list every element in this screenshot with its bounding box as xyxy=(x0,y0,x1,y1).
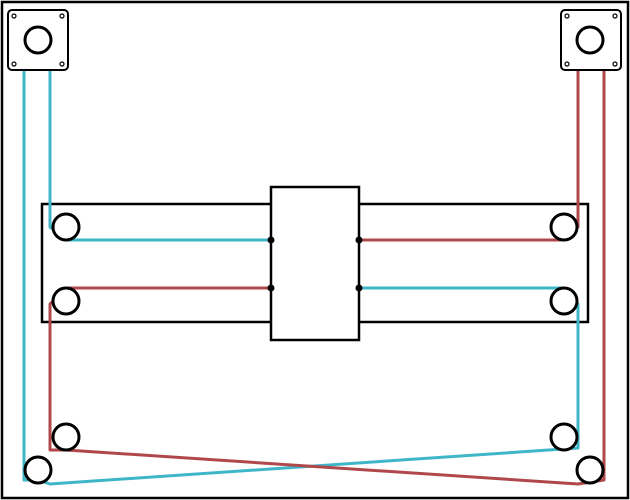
belt-clamp-left-top xyxy=(267,236,275,244)
pulley-rail-left-top xyxy=(51,212,81,242)
motor-left-screw-hole xyxy=(11,13,17,19)
belt-clamp-left-bottom xyxy=(267,284,275,292)
pulley-outer-left xyxy=(23,455,53,485)
pulley-outer-right xyxy=(575,455,605,485)
motor-right xyxy=(560,9,622,71)
motor-left-screw-hole xyxy=(59,61,65,67)
motor-left-pulley xyxy=(23,25,53,55)
pulley-inner-right xyxy=(549,422,579,452)
motor-left xyxy=(7,9,69,71)
pulley-inner-left xyxy=(51,422,81,452)
pulley-rail-right-bottom xyxy=(549,286,579,316)
belt-clamp-right-top xyxy=(355,236,363,244)
motor-right-screw-hole xyxy=(564,13,570,19)
motor-right-pulley xyxy=(575,25,605,55)
motor-left-screw-hole xyxy=(11,61,17,67)
motor-right-screw-hole xyxy=(612,61,618,67)
motor-left-screw-hole xyxy=(59,13,65,19)
pulley-rail-right-top xyxy=(549,212,579,242)
belt-clamp-right-bottom xyxy=(355,284,363,292)
carriage xyxy=(269,185,361,342)
motor-right-screw-hole xyxy=(564,61,570,67)
motor-right-screw-hole xyxy=(612,13,618,19)
pulley-rail-left-bottom xyxy=(51,286,81,316)
